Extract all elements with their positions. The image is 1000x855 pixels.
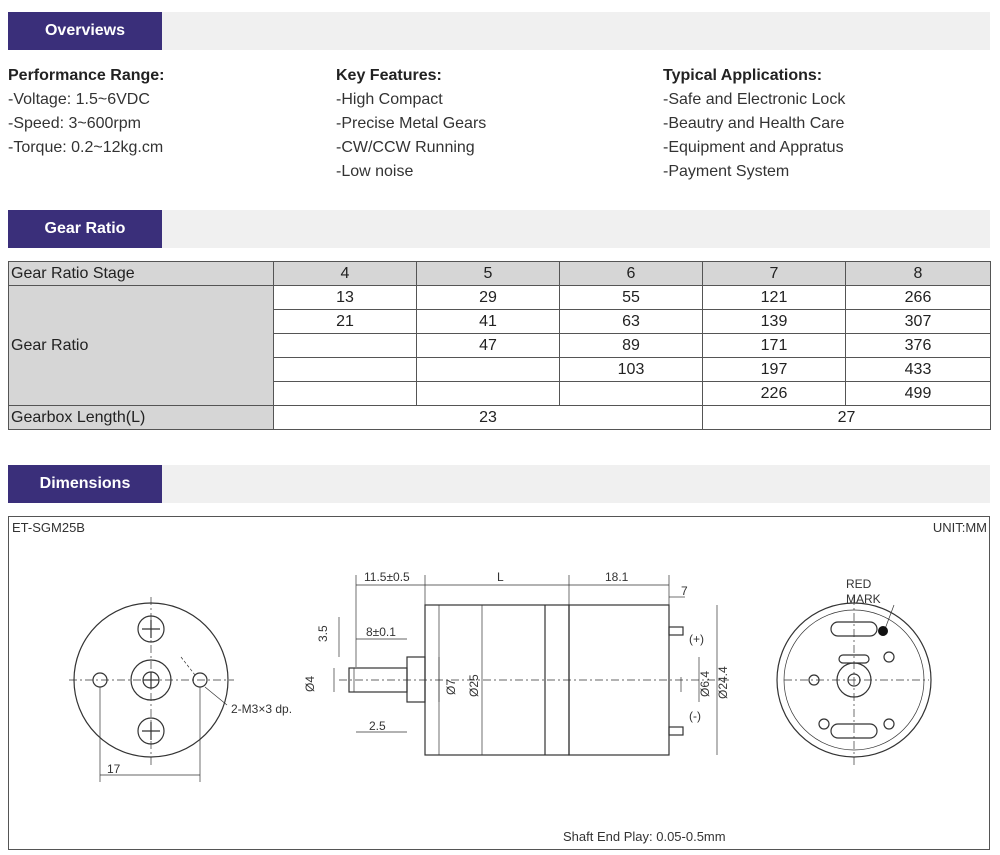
feature-item: -Low noise [336, 163, 414, 180]
stage-label-cell: Gear Ratio Stage [8, 261, 274, 286]
mark-label: MARK [846, 592, 881, 606]
ratio-cell: 13 [273, 285, 417, 310]
red-label: RED [846, 577, 872, 591]
ratio-cell: 376 [845, 333, 991, 358]
ratio-cell [273, 333, 417, 358]
application-item: -Payment System [663, 163, 790, 180]
ratio-cell: 121 [702, 285, 846, 310]
table-row: 21 41 63 139 307 [9, 309, 991, 334]
dim-3-5-label: 3.5 [316, 625, 330, 642]
dim-11-5-label: 11.5±0.5 [364, 570, 410, 584]
stage-cell: 7 [702, 261, 846, 286]
ratio-cell: 103 [559, 357, 703, 382]
ratio-cell: 433 [845, 357, 991, 382]
m3-label: 2-M3×3 dp. [231, 702, 292, 716]
dim-L-label: L [497, 570, 504, 584]
plus-terminal-label: (+) [689, 632, 704, 646]
dim-phi6-4-label: Ø6.4 [698, 671, 712, 697]
dimensions-section-header: Dimensions [8, 465, 990, 503]
dim-phi24-4-label: Ø24.4 [716, 666, 730, 699]
ratio-cell: 171 [702, 333, 846, 358]
dim-2-5-label: 2.5 [369, 719, 386, 733]
ratio-cell: 47 [416, 333, 560, 358]
table-row: 226 499 [9, 381, 991, 406]
table-row: Gearbox Length(L) 23 27 [8, 405, 991, 430]
stage-cell: 8 [845, 261, 991, 286]
stage-cell: 5 [416, 261, 560, 286]
applications-column: Typical Applications: -Safe and Electron… [663, 64, 845, 184]
ratio-cell: 21 [273, 309, 417, 334]
length-cell: 23 [273, 405, 703, 430]
ratio-cell: 139 [702, 309, 846, 334]
performance-range-column: Performance Range: -Voltage: 1.5~6VDC -S… [8, 64, 165, 160]
ratio-cell [273, 357, 417, 382]
unit-label: UNIT:MM [932, 520, 987, 535]
ratio-cell: 89 [559, 333, 703, 358]
overviews-section-header: Overviews [8, 12, 990, 50]
ratio-cell: 499 [845, 381, 991, 406]
length-cell: 27 [702, 405, 991, 430]
ratio-cell: 41 [416, 309, 560, 334]
application-item: -Equipment and Appratus [663, 139, 844, 156]
dim-8-label: 8±0.1 [366, 625, 396, 639]
ratio-cell: 63 [559, 309, 703, 334]
ratio-cell: 266 [845, 285, 991, 310]
minus-terminal-label: (-) [689, 709, 701, 723]
performance-item: -Speed: 3~600rpm [8, 115, 141, 132]
length-label-cell: Gearbox Length(L) [8, 405, 274, 430]
gear-ratio-tab: Gear Ratio [8, 210, 162, 248]
dimensions-tab: Dimensions [8, 465, 162, 503]
feature-item: -CW/CCW Running [336, 139, 475, 156]
table-row: Gear Ratio 13 29 55 121 266 [8, 285, 991, 406]
dim-phi4-label: Ø4 [303, 676, 317, 692]
dim-phi25-label: Ø25 [467, 674, 481, 697]
dim-17-label: 17 [107, 762, 121, 776]
gear-ratio-table: Gear Ratio Stage 4 5 6 7 8 Gear Ratio 13… [8, 261, 991, 430]
ratio-cell [559, 381, 703, 406]
application-item: -Beautry and Health Care [663, 115, 845, 132]
ratio-cell: 197 [702, 357, 846, 382]
feature-item: -High Compact [336, 91, 443, 108]
ratio-cell [273, 381, 417, 406]
dimension-drawing-box: ET-SGM25B UNIT:MM Shaft End Play: 0.05-0… [8, 516, 990, 850]
ratio-cell: 226 [702, 381, 846, 406]
ratio-cell [416, 381, 560, 406]
model-label: ET-SGM25B [12, 520, 85, 535]
ratio-cell: 307 [845, 309, 991, 334]
ratio-label-cell: Gear Ratio [8, 285, 274, 406]
dim-7-label: 7 [681, 584, 688, 598]
applications-title: Typical Applications: [663, 67, 823, 84]
performance-item: -Voltage: 1.5~6VDC [8, 91, 150, 108]
table-row: Gear Ratio Stage 4 5 6 7 8 [8, 261, 991, 286]
overviews-tab: Overviews [8, 12, 162, 50]
dim-phi7-label: Ø7 [444, 679, 458, 695]
performance-item: -Torque: 0.2~12kg.cm [8, 139, 164, 156]
stage-cell: 4 [273, 261, 417, 286]
key-features-column: Key Features: -High Compact -Precise Met… [336, 64, 486, 184]
dim-18-1-label: 18.1 [605, 570, 629, 584]
feature-item: -Precise Metal Gears [336, 115, 487, 132]
table-row: 103 197 433 [9, 357, 991, 382]
motor-technical-drawing: 17 2-M3×3 dp. 11.5±0.5 L 18.1 7 3.5 8±0.… [69, 570, 932, 782]
stage-cell: 6 [559, 261, 703, 286]
application-item: -Safe and Electronic Lock [663, 91, 846, 108]
features-title: Key Features: [336, 67, 442, 84]
ratio-cell [416, 357, 560, 382]
ratio-cell: 55 [559, 285, 703, 310]
gear-ratio-section-header: Gear Ratio [8, 210, 990, 248]
performance-title: Performance Range: [8, 67, 165, 84]
ratio-cell: 29 [416, 285, 560, 310]
shaft-end-play-note: Shaft End Play: 0.05-0.5mm [563, 829, 726, 844]
table-row: 47 89 171 376 [9, 333, 991, 358]
